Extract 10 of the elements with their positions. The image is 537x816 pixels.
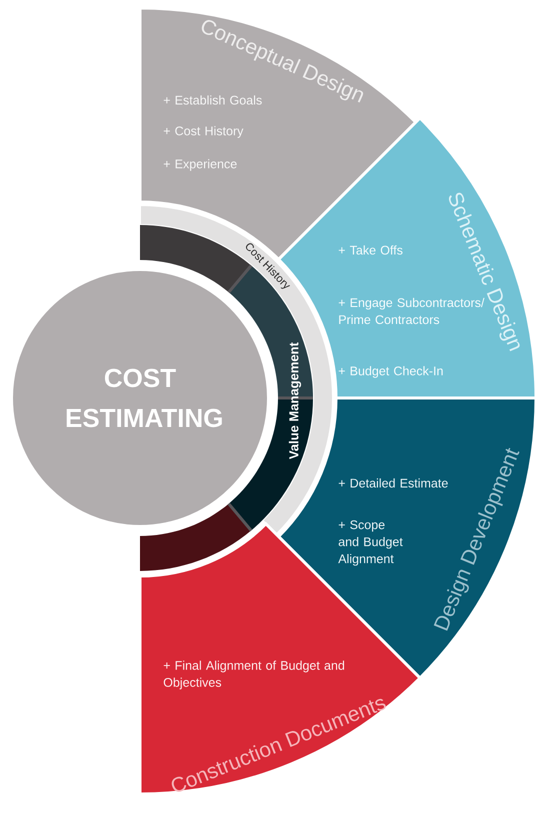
ring-label: Value Management (288, 342, 302, 460)
bullet-item: + Experience (164, 159, 237, 171)
bullet-item: + Final Alignment of Budget and Objectives (164, 660, 344, 690)
bullet-item: + Budget Check-In (338, 366, 443, 378)
bullet-item: + Detailed Estimate (338, 478, 448, 488)
bullet-item: + Engage Subcontractors/ Prime Contractors (338, 298, 484, 324)
bullet-item: + Establish Goals (164, 95, 262, 105)
bullet-item: + Cost History (164, 126, 244, 138)
bullet-item: + Take Offs (338, 245, 402, 255)
bullet-item: + Scope and Budget Alignment (338, 520, 403, 566)
